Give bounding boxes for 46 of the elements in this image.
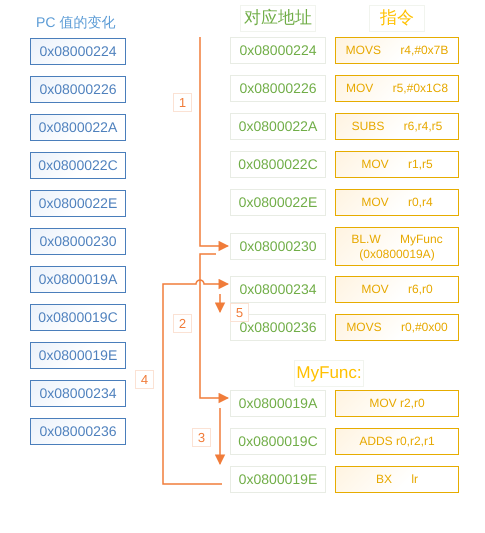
address-box: 0x08000224 [230, 37, 326, 64]
pc-value-box: 0x0800022C [30, 152, 126, 179]
instruction-box: BL.W MyFunc (0x0800019A) [335, 227, 459, 266]
address-box: 0x08000234 [230, 276, 326, 303]
pc-value-box: 0x08000236 [30, 418, 126, 445]
step-number: 1 [173, 93, 192, 112]
address-box: 0x0800022E [230, 189, 326, 216]
instruction-box: BX lr [335, 466, 459, 493]
step-number: 2 [173, 314, 192, 333]
step-number: 4 [135, 370, 154, 389]
pc-value-box: 0x0800019A [30, 266, 126, 293]
address-box: 0x0800019C [230, 428, 326, 455]
column-header: MyFunc: [294, 360, 364, 387]
address-box: 0x08000230 [230, 233, 326, 260]
instruction-box: SUBS r6,r4,r5 [335, 113, 459, 140]
arrow [214, 294, 226, 314]
address-box: 0x0800019A [230, 390, 326, 417]
instruction-box: ADDS r0,r2,r1 [335, 428, 459, 455]
pc-value-box: 0x0800022E [30, 190, 126, 217]
pc-value-box: 0x0800019C [30, 304, 126, 331]
pc-value-box: 0x0800019E [30, 342, 126, 369]
arrow [199, 253, 230, 404]
arrow [214, 408, 226, 466]
instruction-box: MOV r0,r4 [335, 189, 459, 216]
arrow [162, 278, 230, 485]
instruction-box: MOV r5,#0x1C8 [335, 75, 459, 102]
pc-value-box: 0x08000230 [30, 228, 126, 255]
pc-value-box: 0x0800022A [30, 114, 126, 141]
address-box: 0x08000226 [230, 75, 326, 102]
step-number: 3 [192, 428, 211, 447]
column-header: 对应地址 [240, 5, 316, 32]
instruction-box: MOVS r4,#0x7B [335, 37, 459, 64]
pc-value-box: 0x08000224 [30, 38, 126, 65]
address-box: 0x0800022C [230, 151, 326, 178]
column-header: 指令 [369, 5, 425, 32]
arrow [199, 37, 230, 252]
step-number: 5 [230, 303, 249, 322]
pc-value-box: 0x08000226 [30, 76, 126, 103]
instruction-box: MOV r2,r0 [335, 390, 459, 417]
instruction-box: MOV r6,r0 [335, 276, 459, 303]
pc-value-box: 0x08000234 [30, 380, 126, 407]
address-box: 0x0800019E [230, 466, 326, 493]
instruction-box: MOV r1,r5 [335, 151, 459, 178]
instruction-box: MOVS r0,#0x00 [335, 314, 459, 341]
column-header: PC 值的变化 [36, 14, 116, 32]
address-box: 0x0800022A [230, 113, 326, 140]
